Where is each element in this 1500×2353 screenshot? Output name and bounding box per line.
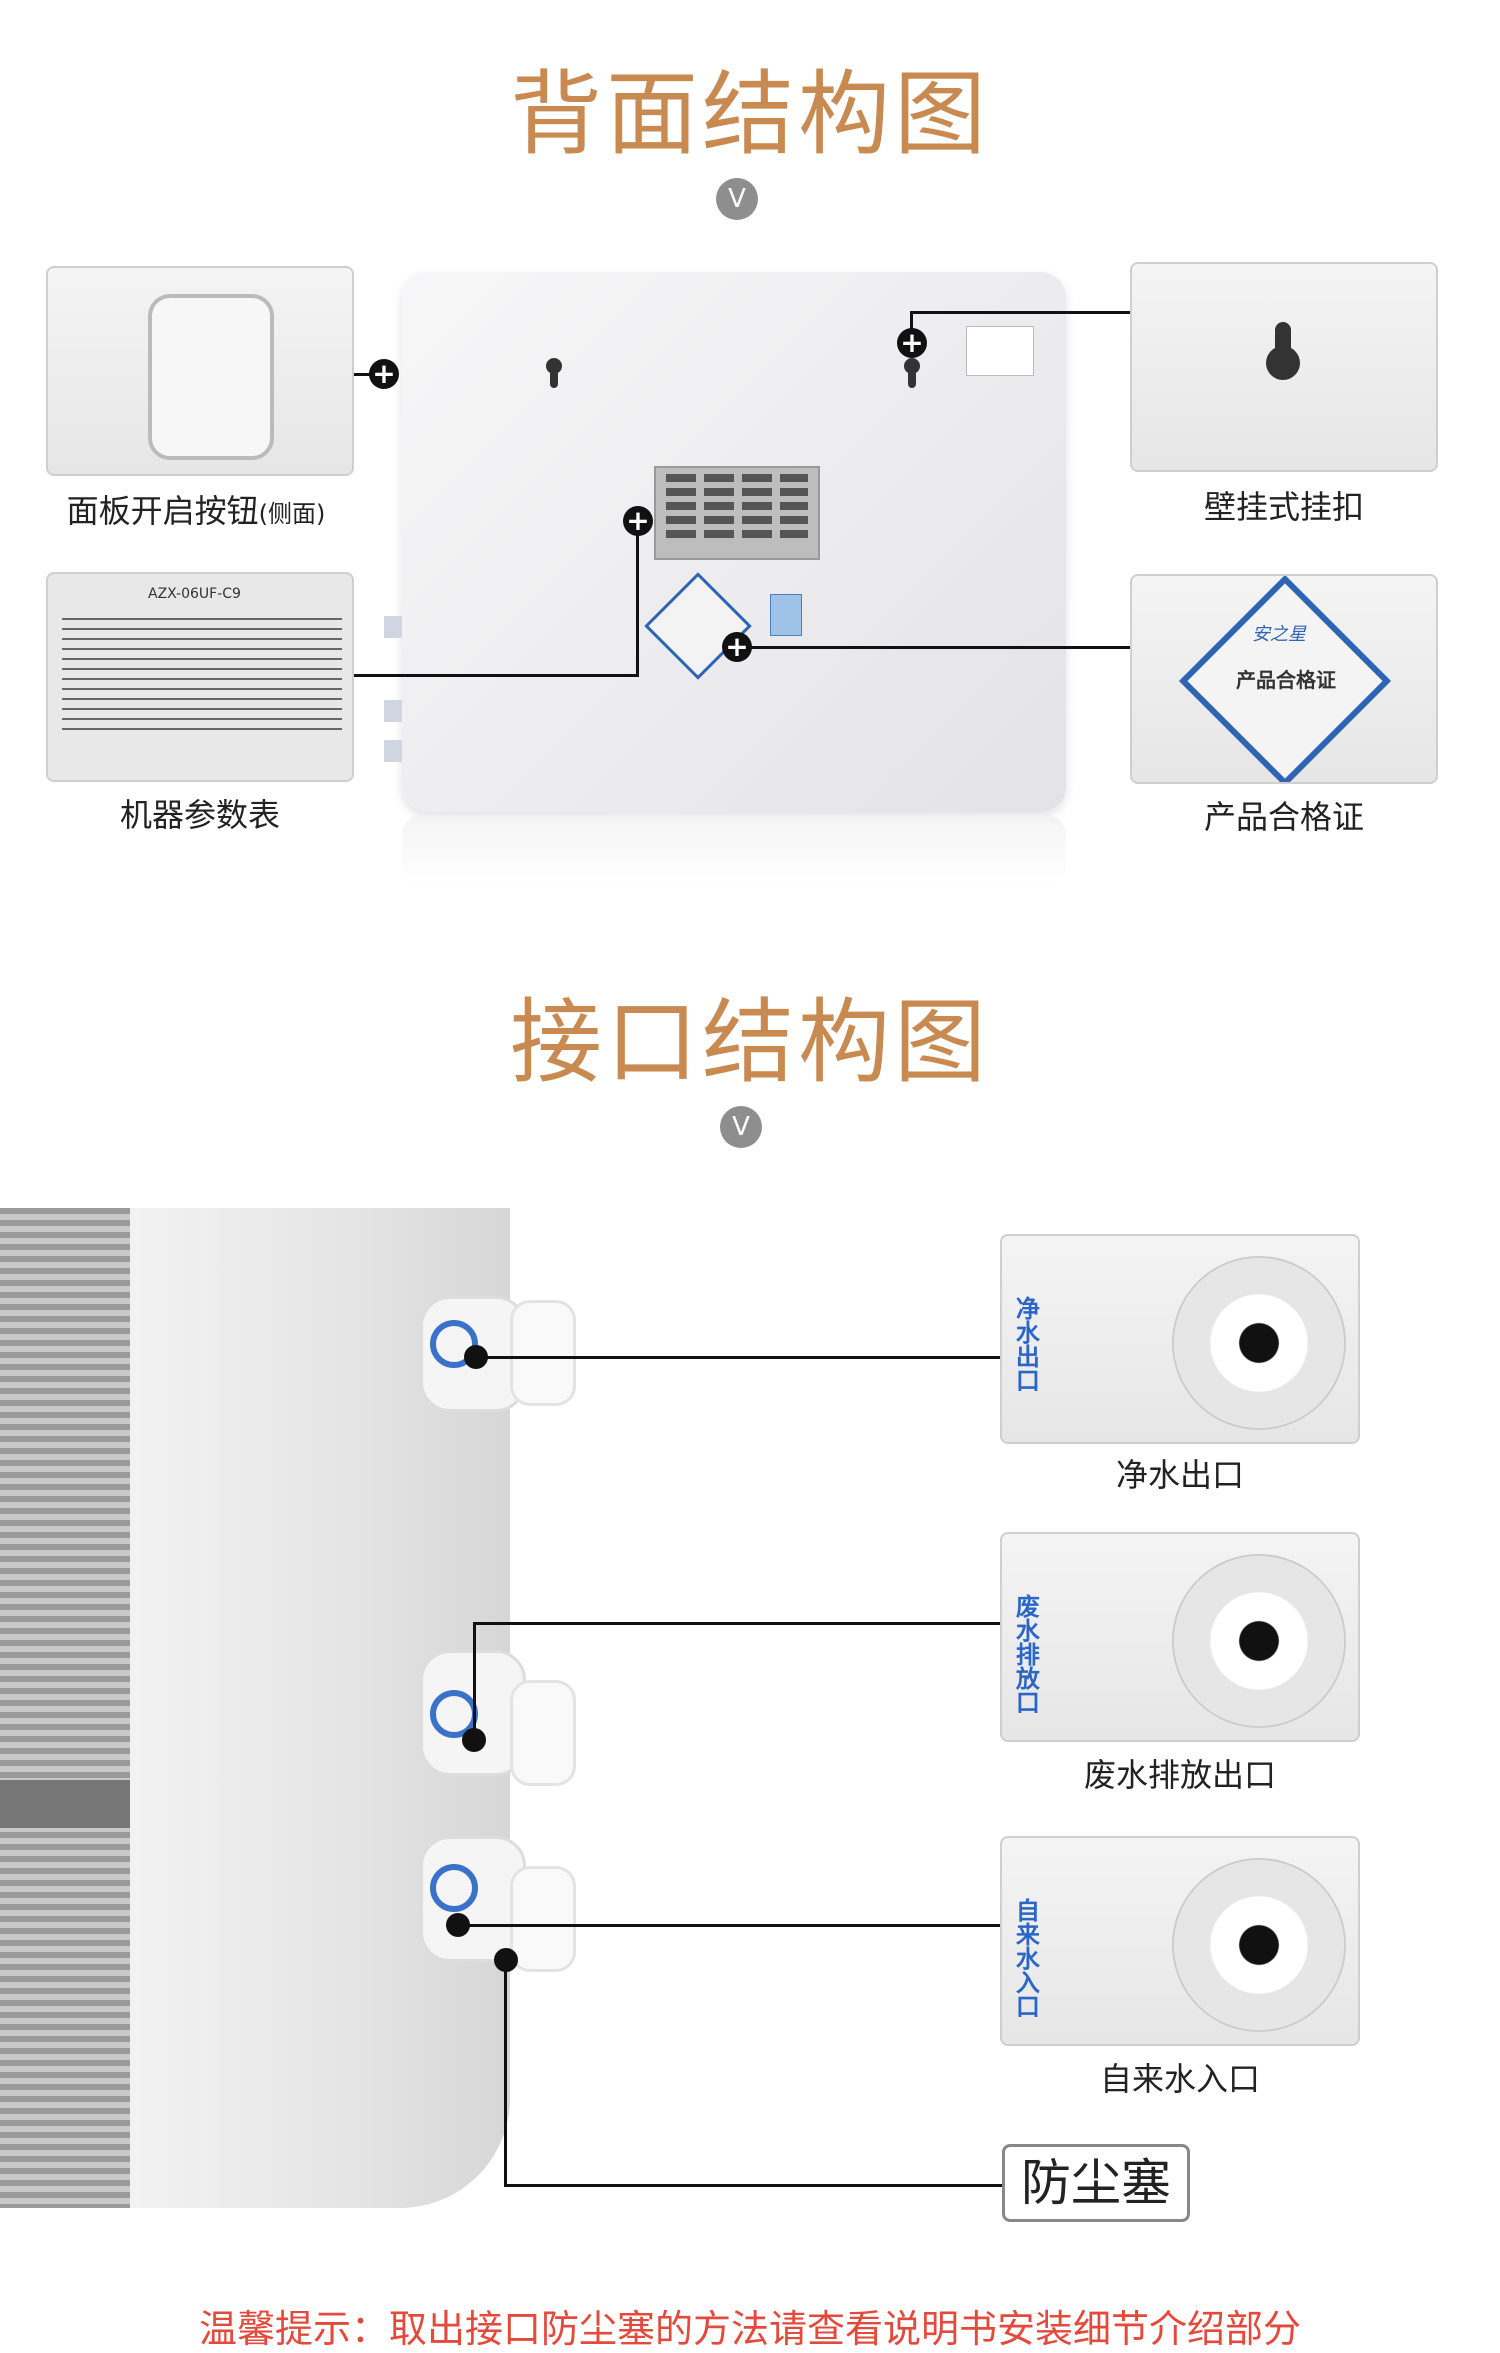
small-label-sticker — [966, 326, 1034, 376]
tap-water-inlet-inset-label: 自来水入口 — [1011, 1898, 1040, 2018]
wall-hook-slot — [1275, 322, 1291, 358]
plus-marker-icon[interactable]: + — [369, 359, 399, 389]
inlet-fitting-icon — [1172, 1858, 1346, 2032]
plus-marker-icon[interactable]: + — [623, 506, 653, 536]
device-body-grille — [0, 1208, 130, 2208]
parameter-table-rows — [62, 610, 342, 730]
marker-dot[interactable] — [446, 1913, 470, 1937]
certificate-caption: 产品合格证 — [1203, 798, 1364, 836]
waste-water-outlet-caption: 废水排放出口 — [1083, 1756, 1276, 1794]
connector-line — [473, 1622, 476, 1740]
panel-button-caption: 面板开启按钮(侧面) — [66, 492, 326, 530]
back-section-title: 背面结构图 — [509, 61, 990, 168]
port-fitting-icon — [430, 1864, 478, 1912]
panel-button-card — [46, 266, 354, 476]
connector-line — [504, 2184, 1002, 2187]
keyhole-icon — [908, 370, 916, 388]
connector-line — [636, 520, 639, 676]
outlet-fitting-icon — [1172, 1256, 1346, 1430]
wall-hook-card — [1130, 262, 1438, 472]
clean-water-outlet-caption: 净水出口 — [1115, 1456, 1244, 1494]
marker-dot[interactable] — [464, 1345, 488, 1369]
connector-line — [353, 674, 639, 677]
footer-tip: 温馨提示：取出接口防尘塞的方法请查看说明书安装细节介绍部分 — [198, 2307, 1301, 2351]
parameter-table-card: AZX-06UF-C9 — [46, 572, 354, 782]
marker-dot[interactable] — [462, 1728, 486, 1752]
keyhole-icon — [546, 358, 562, 374]
connector-line — [910, 311, 913, 343]
side-port — [384, 616, 402, 638]
parameter-plate — [654, 466, 820, 560]
tap-water-inlet-caption: 自来水入口 — [1099, 2060, 1260, 2098]
connector-line — [736, 646, 1130, 649]
qr-sticker — [770, 594, 802, 636]
plus-marker-icon[interactable]: + — [897, 328, 927, 358]
side-port — [384, 740, 402, 762]
connector-line — [912, 311, 1130, 314]
clean-water-outlet-inset-label: 净水出口 — [1011, 1296, 1040, 1392]
clean-water-outlet-card: 净水出口 — [1000, 1234, 1360, 1444]
certificate-text: 产品合格证 — [1236, 668, 1336, 692]
waste-fitting-icon — [1172, 1554, 1346, 1728]
dust-plug-icon — [510, 1680, 576, 1786]
dust-plug-label: 防尘塞 — [1002, 2144, 1190, 2222]
wall-hook-caption: 壁挂式挂扣 — [1203, 488, 1364, 526]
tap-water-inlet-card: 自来水入口 — [1000, 1836, 1360, 2046]
dust-plug-icon — [510, 1866, 576, 1972]
panel-button-icon — [148, 294, 274, 460]
certificate-card: 安之星 产品合格证 — [1130, 574, 1438, 784]
marker-dot[interactable] — [494, 1948, 518, 1972]
panel-reflection — [402, 815, 1066, 885]
keyhole-icon — [904, 358, 920, 374]
connector-line — [352, 373, 384, 376]
port-section-title: 接口结构图 — [509, 989, 990, 1096]
connector-line — [458, 1924, 1000, 1927]
plus-marker-icon[interactable]: + — [722, 632, 752, 662]
keyhole-icon — [550, 370, 558, 388]
connector-line — [504, 1960, 507, 2186]
parameter-table-caption: 机器参数表 — [119, 796, 280, 834]
connector-line — [473, 1622, 1000, 1625]
waste-water-outlet-card: 废水排放口 — [1000, 1532, 1360, 1742]
device-body-divider — [0, 1780, 130, 1828]
waste-water-outlet-inset-label: 废水排放口 — [1011, 1594, 1040, 1714]
connector-line — [476, 1356, 1000, 1359]
scroll-down-badge: V — [716, 178, 758, 220]
dust-plug-icon — [510, 1300, 576, 1406]
certificate-brand: 安之星 — [1252, 624, 1306, 645]
side-port — [384, 700, 402, 722]
port-fitting-icon — [430, 1320, 478, 1368]
scroll-down-badge-2: V — [720, 1106, 762, 1148]
parameter-table-model: AZX-06UF-C9 — [148, 586, 241, 602]
